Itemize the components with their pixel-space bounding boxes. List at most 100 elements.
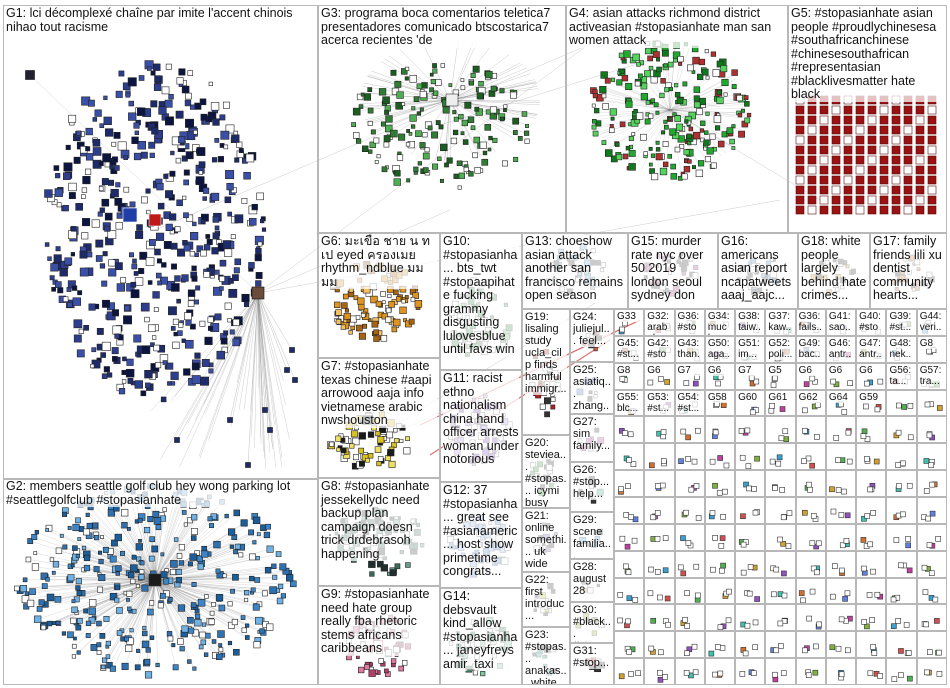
small-group-panel: [795, 658, 826, 685]
small-group-panel: [795, 523, 826, 551]
small-group-label: G51: im...: [738, 337, 763, 360]
small-group-panel: [674, 523, 705, 551]
small-group-panel: [916, 497, 947, 524]
group-label-g6: G6: มะเขือ ชาย น ท เป eyed ครองเมย rhyth…: [321, 234, 437, 289]
small-group-panel: [916, 416, 947, 444]
small-group-panel: G6: [825, 362, 857, 390]
small-group-panel: G60: [735, 389, 766, 417]
small-group-panel: G41: sao...: [825, 309, 857, 336]
small-group-panel: G64: [825, 389, 857, 417]
group-panel-g6: G6: มะเขือ ชาย น ท เป eyed ครองเมย rhyth…: [318, 233, 440, 358]
group-label-g14: G14: debsvault kind_allow #stopasianha..…: [443, 589, 519, 671]
group-label-g23: G23: #stopas... anakas... white...: [525, 629, 567, 684]
small-group-panel: [704, 577, 736, 605]
small-group-panel: [674, 631, 705, 659]
small-group-panel: [916, 604, 947, 632]
small-group-panel: G6: [856, 362, 887, 390]
small-group-panel: [916, 389, 947, 417]
group-panel-g8: G8: #stopasianhate jessekellydc need bac…: [318, 478, 440, 586]
group-label-g18: G18: white people largely behind hate cr…: [801, 234, 867, 303]
small-group-panel: [916, 631, 947, 659]
small-group-panel: [614, 577, 645, 605]
small-group-panel: [674, 658, 705, 685]
group-label-g25: G25: asiatiq... zhang...: [573, 364, 611, 413]
small-group-label: G6: [798, 364, 823, 376]
small-group-panel: G32: arabel...: [644, 309, 675, 336]
small-group-panel: [735, 604, 766, 632]
small-group-panel: G40: #stop...: [856, 309, 887, 336]
small-group-panel: [614, 497, 645, 524]
group-panel-g3: G3: programa boca comentarios teletica7 …: [318, 5, 566, 233]
small-group-label: G55: blc...: [617, 391, 642, 414]
group-label-g11: G11: racist ethno nationalism china hand…: [443, 371, 519, 467]
group-panel-g10: G10: #stopasianha... bts_twt #stopaapiha…: [440, 233, 522, 370]
group-label-g7: G7: #stopasianhate texas chinese #aapi a…: [321, 359, 437, 428]
small-group-label: G42: #stop...: [647, 337, 672, 362]
group-panel-g29: G29: scene familia...: [570, 512, 614, 559]
small-group-label: G52: poli...: [768, 337, 793, 360]
small-group-panel: G36: fails...: [795, 309, 826, 336]
small-group-panel: [644, 497, 675, 524]
small-group-panel: [886, 416, 917, 444]
small-group-panel: G50: aga...: [704, 335, 736, 363]
small-group-label: G40: #stop...: [859, 311, 884, 335]
small-group-panel: [765, 658, 796, 685]
small-group-panel: G49: bac...: [795, 335, 826, 363]
small-group-label: G46: antr...: [828, 337, 854, 362]
small-group-label: G8: [919, 337, 944, 349]
small-group-panel: G53: #st...: [644, 389, 675, 417]
group-label-g16: G16: americans asian report ncapatweets …: [721, 234, 795, 303]
small-group-label: G36: #stop...: [677, 311, 702, 335]
group-label-g8: G8: #stopasianhate jessekellydc need bac…: [321, 479, 437, 561]
small-group-panel: [856, 658, 887, 685]
small-group-label: G36: fails...: [798, 311, 823, 335]
small-group-panel: [674, 416, 705, 444]
small-group-panel: G56: ta...: [886, 362, 917, 390]
small-group-panel: G36: #stop...: [674, 309, 705, 336]
small-group-panel: [856, 523, 887, 551]
group-panel-g24: G24: juliejul... feel...: [570, 309, 614, 362]
small-group-label: G37: kaw...: [768, 311, 793, 335]
small-group-panel: [886, 443, 917, 471]
small-group-label: G57: tra...: [919, 364, 944, 387]
small-group-panel: [614, 443, 645, 471]
small-group-panel: [795, 470, 826, 497]
small-group-panel: [614, 416, 645, 444]
small-group-panel: [795, 443, 826, 471]
small-group-panel: G6: [644, 362, 675, 390]
small-group-label: G6: [859, 364, 884, 376]
group-panel-g14: G14: debsvault kind_allow #stopasianha..…: [440, 588, 522, 685]
group-panel-g17: G17: family friends lili xu dentist comm…: [870, 233, 947, 309]
small-group-panel: [704, 550, 736, 578]
small-group-panel: G34: much...: [704, 309, 736, 336]
small-group-panel: G7: [674, 362, 705, 390]
small-group-label: G48: nek...: [889, 337, 914, 362]
small-group-panel: G33: [614, 309, 645, 336]
small-group-panel: [856, 470, 887, 497]
small-group-panel: G37: kaw...: [765, 309, 796, 336]
group-label-g3: G3: programa boca comentarios teletica7 …: [321, 6, 563, 48]
small-group-label: G8: [617, 364, 642, 376]
small-group-panel: [916, 523, 947, 551]
group-label-g21: G21: online somethi... uk wide support..…: [525, 510, 567, 571]
small-group-panel: G43: than...: [674, 335, 705, 363]
small-group-panel: [644, 416, 675, 444]
small-group-label: G7: [677, 364, 702, 376]
group-panel-g2: G2: members seattle golf club hey wong p…: [3, 478, 318, 685]
small-group-panel: [795, 631, 826, 659]
group-panel-g7: G7: #stopasianhate texas chinese #aapi a…: [318, 358, 440, 478]
small-group-panel: [704, 658, 736, 685]
small-group-label: G33: [617, 311, 642, 322]
small-group-panel: G44: veri...: [916, 309, 947, 336]
small-group-panel: [614, 470, 645, 497]
small-group-panel: [735, 658, 766, 685]
small-group-panel: G38: taiw...: [735, 309, 766, 336]
group-panel-g9: G9: #stopasianhate need hate group reall…: [318, 586, 440, 685]
small-group-panel: G7: [735, 362, 766, 390]
small-group-panel: G6: [795, 362, 826, 390]
small-group-panel: [644, 443, 675, 471]
small-group-panel: [735, 550, 766, 578]
small-group-panel: [765, 470, 796, 497]
group-panel-g16: G16: americans asian report ncapatweets …: [718, 233, 798, 309]
